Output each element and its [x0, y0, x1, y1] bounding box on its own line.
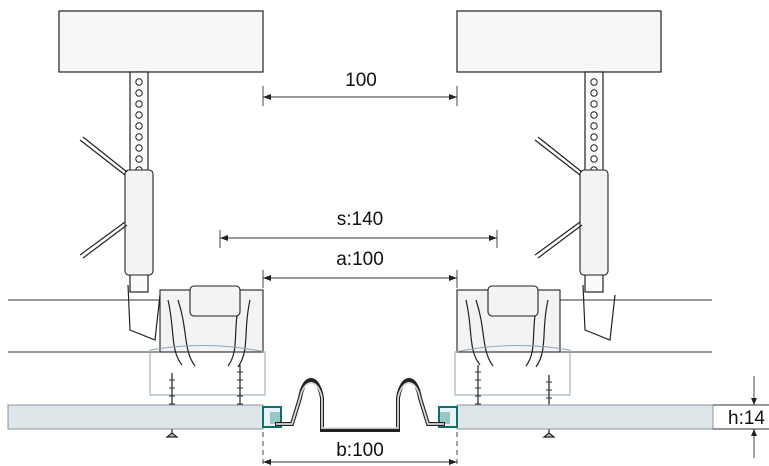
dimension-h-height-label: h:14 [728, 408, 765, 429]
joint-profile [275, 378, 445, 432]
dimension-top-gap: 100 [262, 70, 458, 106]
ceiling-reference-lines [8, 299, 712, 353]
dimension-a-span: a:100 [262, 249, 458, 288]
dimension-s-span: s:140 [219, 209, 498, 248]
dimension-a-span-label: a:100 [336, 249, 384, 270]
dimension-s-span-label: s:140 [337, 209, 383, 230]
dimension-b-span-label: b:100 [336, 440, 384, 461]
dimension-top-gap-label: 100 [345, 70, 377, 91]
ceiling-board-left [7, 404, 264, 430]
ceiling-board-right [456, 404, 714, 430]
hanger-right [534, 71, 616, 341]
dimension-h-height: h:14 [713, 376, 769, 458]
dimension-b-span: b:100 [262, 432, 458, 466]
concrete-slab-left [58, 10, 264, 73]
clip-right [454, 285, 571, 396]
clip-left [149, 285, 266, 396]
concrete-slab-right [456, 10, 662, 73]
hanger-left [79, 71, 161, 341]
